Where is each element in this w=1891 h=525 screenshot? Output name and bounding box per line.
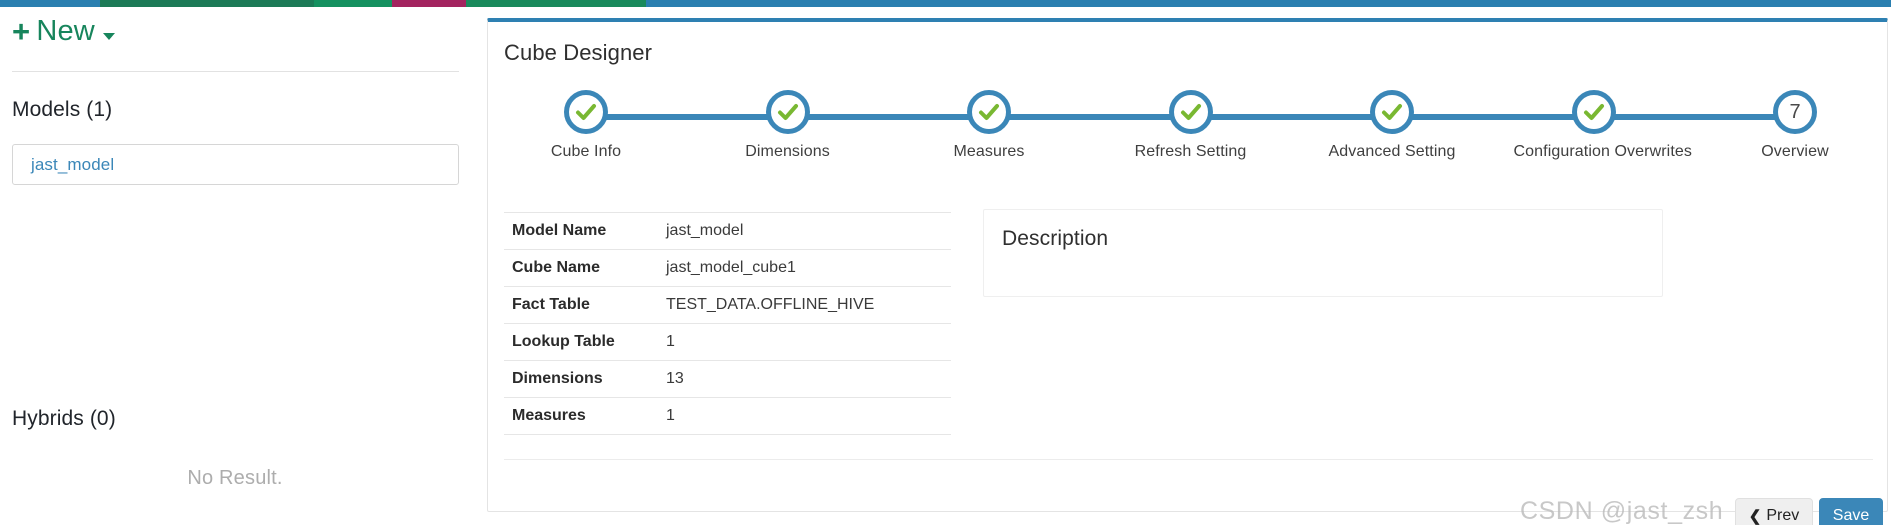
info-row-key: Fact Table [504, 286, 664, 324]
description-title: Description [1002, 227, 1109, 250]
wizard-stepper: Cube Info Dimensions Measures Refresh Setti… [518, 90, 1863, 168]
info-row-value: jast_model [664, 212, 951, 250]
stepper-step-label: Overview [1761, 143, 1829, 160]
prev-button-label: Prev [1766, 506, 1800, 524]
stepper-step-refresh-setting[interactable]: Refresh Setting [1111, 90, 1271, 161]
check-icon [564, 90, 608, 134]
stepper-step-label: Configuration Overwrites [1513, 143, 1692, 160]
seg-blue-1 [0, 0, 100, 7]
stepper-step-label: Cube Info [550, 143, 622, 160]
check-icon [967, 90, 1011, 134]
info-row-key: Cube Name [504, 249, 664, 287]
stepper-step-label: Refresh Setting [1134, 143, 1247, 160]
seg-green-3 [466, 0, 646, 7]
check-icon [1370, 90, 1414, 134]
seg-magenta [392, 0, 466, 7]
top-accent-strip [0, 0, 1891, 7]
info-row-key: Measures [504, 397, 664, 435]
caret-down-icon [102, 33, 115, 40]
hybrids-empty-message: No Result. [187, 467, 283, 489]
info-row-value: 13 [664, 360, 951, 398]
info-row-key: Model Name [504, 212, 664, 250]
page-title: Cube Designer [504, 40, 653, 65]
check-icon [1168, 90, 1213, 134]
step-number: 7 [1773, 90, 1817, 134]
stepper-step-advanced-setting[interactable]: Advanced Setting [1312, 90, 1472, 161]
check-icon [1571, 90, 1616, 134]
arrow-left-icon: ❮ [1748, 507, 1762, 525]
save-button[interactable]: Save [1819, 498, 1883, 525]
new-button-label: New [36, 15, 95, 47]
model-list-item[interactable]: jast_model [12, 144, 459, 185]
stepper-step-measures[interactable]: Measures [909, 90, 1069, 161]
left-sidebar: + New Models (1) jast_model Hybrids (0) … [0, 7, 470, 525]
seg-green-2 [314, 0, 392, 7]
info-row-value: TEST_DATA.OFFLINE_HIVE [664, 286, 951, 324]
new-button[interactable]: + New [12, 15, 115, 48]
seg-green-1 [100, 0, 314, 7]
description-box: Description [983, 209, 1663, 297]
hybrids-section-title: Hybrids (0) [12, 407, 116, 430]
info-row-value: jast_model_cube1 [664, 249, 951, 287]
save-button-label: Save [1832, 506, 1870, 524]
model-name-link[interactable]: jast_model [31, 154, 115, 174]
stepper-step-dimensions[interactable]: Dimensions [708, 90, 868, 161]
info-row-value: 1 [664, 323, 951, 361]
stepper-step-label: Dimensions [745, 143, 830, 160]
step-number-label: 7 [1789, 101, 1801, 123]
prev-button[interactable]: ❮ Prev [1735, 498, 1813, 525]
info-row-key: Dimensions [504, 360, 664, 398]
stepper-step-label: Measures [953, 143, 1025, 160]
info-row-value: 1 [664, 397, 951, 435]
plus-icon: + [12, 14, 31, 49]
check-icon [765, 90, 810, 134]
seg-blue-2 [646, 0, 1891, 7]
stepper-step-cube-info[interactable]: Cube Info [506, 90, 666, 161]
sidebar-divider [12, 71, 459, 72]
models-section-title: Models (1) [12, 98, 113, 121]
info-row-key: Lookup Table [504, 323, 664, 361]
stepper-step-configuration-overwrites[interactable]: Configuration Overwrites [1513, 90, 1692, 161]
stepper-step-label: Advanced Setting [1328, 143, 1456, 160]
footer-divider [504, 459, 1873, 460]
